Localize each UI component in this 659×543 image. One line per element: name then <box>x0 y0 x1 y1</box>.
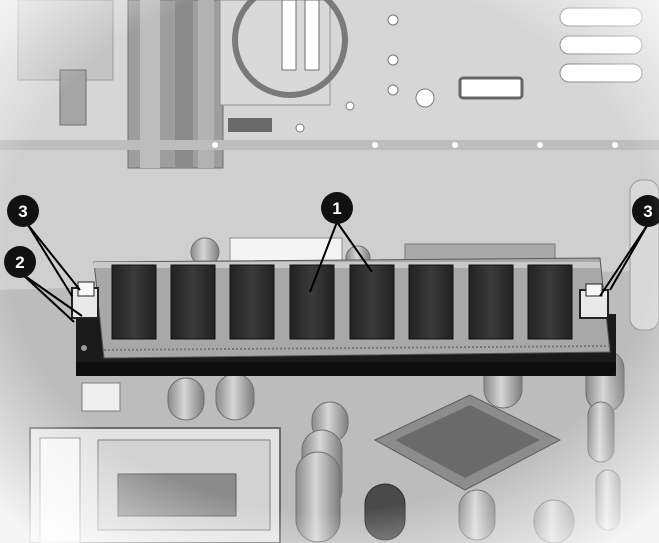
memory-installation-illustration: 1 3 2 3 <box>0 0 659 543</box>
vignette-overlay <box>0 0 659 543</box>
